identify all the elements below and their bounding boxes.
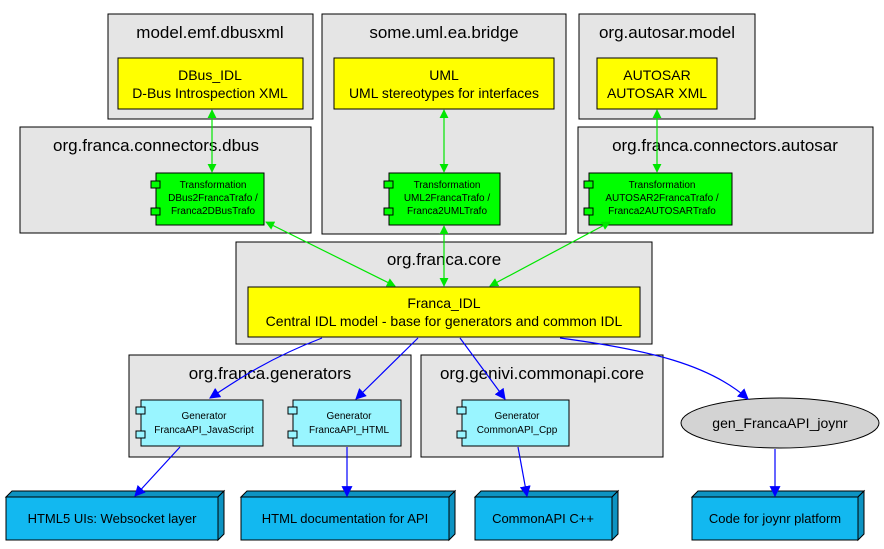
output-htmldoc: HTML documentation for API (239, 489, 457, 542)
component-gen-js: Generator FrancaAPI_JavaScript (135, 399, 264, 447)
component-tab-icon (583, 180, 594, 189)
output-cpp-label: CommonAPI C++ (492, 511, 594, 526)
component-tab-icon (456, 430, 467, 439)
model-uml-name: UML (429, 67, 459, 83)
model-autosar-name: AUTOSAR (623, 67, 690, 83)
component-uml-trafo-line3: Franca2UMLTrafo (407, 206, 487, 217)
edge-autosar-core (489, 221, 611, 287)
component-autosar-trafo-line3: Franca2AUTOSARTrafo (608, 206, 716, 217)
package-commonapi-title: org.genivi.commonapi.core (440, 364, 644, 383)
model-uml-desc: UML stereotypes for interfaces (349, 85, 539, 101)
component-uml-trafo: Transformation UML2FrancaTrafo / Franca2… (383, 172, 501, 226)
model-franca-idl: Franca_IDL Central IDL model - base for … (247, 286, 641, 338)
model-uml: UML UML stereotypes for interfaces (333, 57, 555, 110)
output-html5-label: HTML5 UIs: Websocket layer (28, 511, 197, 526)
edge-core-joynr (559, 337, 749, 400)
component-autosar-trafo-line2: AUTOSAR2FrancaTrafo / (605, 193, 719, 204)
component-gen-js-line1: Generator (181, 411, 227, 422)
component-gen-js-line2: FrancaAPI_JavaScript (154, 425, 254, 436)
component-autosar-trafo-line1: Transformation (629, 180, 696, 191)
output-joynr-label: Code for joynr platform (709, 511, 841, 526)
component-uml-trafo-line1: Transformation (414, 180, 481, 191)
component-dbus-trafo-line1: Transformation (180, 180, 247, 191)
node-gen-joynr-label: gen_FrancaAPI_joynr (712, 415, 848, 431)
component-gen-html-line1: Generator (326, 411, 372, 422)
model-autosar: AUTOSAR AUTOSAR XML (596, 57, 718, 110)
package-uml-title: some.uml.ea.bridge (369, 23, 518, 42)
component-dbus-trafo-line3: Franca2DBusTrafo (171, 206, 256, 217)
component-tab-icon (456, 406, 467, 415)
component-tab-icon (135, 430, 146, 439)
component-gen-html: Generator FrancaAPI_HTML (287, 399, 402, 447)
edge-gen-cpp-out (517, 446, 531, 498)
component-tab-icon (150, 180, 161, 189)
component-gen-html-line2: FrancaAPI_HTML (309, 425, 389, 436)
component-tab-icon (287, 430, 298, 439)
edge-core-gen-js (209, 337, 323, 399)
component-autosar-trafo: Transformation AUTOSAR2FrancaTrafo / Fra… (583, 172, 733, 226)
package-dbusxml-title: model.emf.dbusxml (136, 23, 283, 42)
component-gen-cpp-line1: Generator (494, 411, 540, 422)
output-joynr: Code for joynr platform (690, 489, 866, 542)
component-tab-icon (135, 406, 146, 415)
package-generators-title: org.franca.generators (189, 364, 352, 383)
component-tab-icon (287, 406, 298, 415)
component-uml-trafo-line2: UML2FrancaTrafo / (404, 193, 491, 204)
component-gen-cpp: Generator CommonAPI_Cpp (456, 399, 570, 447)
component-gen-cpp-line2: CommonAPI_Cpp (477, 425, 558, 436)
package-connectors-dbus-title: org.franca.connectors.dbus (53, 136, 259, 155)
component-dbus-trafo-line2: DBus2FrancaTrafo / (168, 193, 258, 204)
component-tab-icon (383, 207, 394, 216)
package-connectors-autosar-title: org.franca.connectors.autosar (612, 136, 838, 155)
package-autosar-model-title: org.autosar.model (599, 23, 735, 42)
model-autosar-desc: AUTOSAR XML (607, 85, 707, 101)
component-tab-icon (383, 180, 394, 189)
model-dbus-idl: DBus_IDL D-Bus Introspection XML (117, 57, 304, 110)
output-htmldoc-label: HTML documentation for API (262, 511, 428, 526)
model-franca-idl-desc: Central IDL model - base for generators … (266, 313, 623, 329)
node-gen-joynr: gen_FrancaAPI_joynr (680, 397, 880, 449)
component-tab-icon (583, 207, 594, 216)
model-franca-idl-name: Franca_IDL (407, 295, 480, 311)
output-html5: HTML5 UIs: Websocket layer (4, 489, 226, 542)
edge-core-gen-html (355, 337, 419, 400)
output-cpp: CommonAPI C++ (473, 489, 620, 542)
model-dbus-idl-desc: D-Bus Introspection XML (132, 85, 288, 101)
edge-gen-js-html5 (134, 446, 181, 497)
edge-dbus-core (265, 221, 396, 287)
component-tab-icon (150, 207, 161, 216)
model-dbus-idl-name: DBus_IDL (178, 67, 242, 83)
edge-core-gen-cpp (459, 337, 506, 400)
component-dbus-trafo: Transformation DBus2FrancaTrafo / Franca… (150, 172, 265, 226)
